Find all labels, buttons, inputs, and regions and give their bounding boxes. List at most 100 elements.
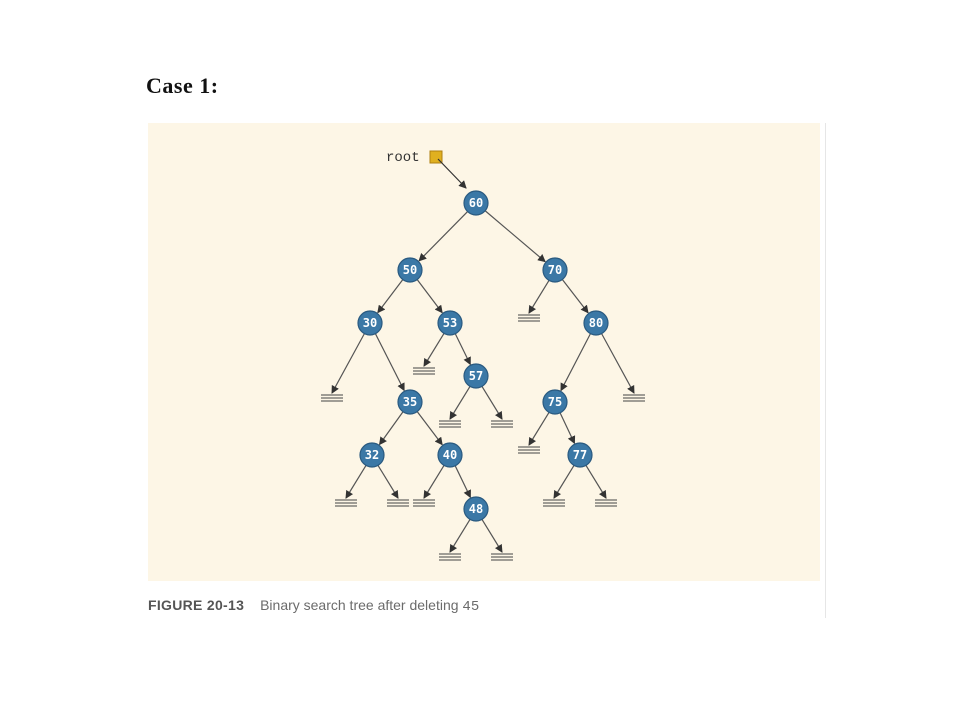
tree-edge [418, 211, 469, 262]
null-ground-icon [623, 394, 645, 402]
tree-edge [559, 412, 576, 445]
tree-node-label: 80 [589, 316, 603, 330]
null-link-arrow [331, 333, 365, 394]
null-link-arrow [481, 386, 503, 420]
tree-edge [484, 210, 546, 263]
tree-edge [561, 279, 589, 314]
tree-node-label: 75 [548, 395, 562, 409]
null-ground-icon [413, 367, 435, 375]
tree-node-circle [397, 389, 423, 415]
figure-panel: root 60 50 70 30 53 80 57 35 75 32 40 77 48 [148, 123, 820, 581]
null-link [518, 412, 550, 454]
null-link-arrow [528, 280, 550, 314]
tree-edge [378, 411, 404, 446]
null-link-arrow [553, 465, 575, 499]
null-link [321, 333, 365, 402]
tree-node-80: 80 [583, 310, 609, 336]
null-link [543, 465, 575, 507]
null-link [439, 519, 471, 561]
null-link [481, 519, 513, 561]
null-ground-icon [491, 420, 513, 428]
tree-edge [416, 411, 443, 446]
tree-node-label: 30 [363, 316, 377, 330]
tree-node-circle [357, 310, 383, 336]
tree-node-30: 30 [357, 310, 383, 336]
tree-node-circle [359, 442, 385, 468]
null-link-arrow [481, 519, 503, 553]
tree-node-75: 75 [542, 389, 568, 415]
nodes-layer: 60 50 70 30 53 80 57 35 75 32 40 77 48 [357, 190, 609, 522]
figure-number: FIGURE 20-13 [148, 597, 245, 613]
tree-node-circle [463, 363, 489, 389]
null-ground-icon [439, 420, 461, 428]
null-ground-icon [439, 553, 461, 561]
tree-node-label: 53 [443, 316, 457, 330]
tree-node-label: 50 [403, 263, 417, 277]
tree-node-label: 57 [469, 369, 483, 383]
null-ground-icon [518, 446, 540, 454]
tree-node-label: 60 [469, 196, 483, 210]
tree-node-70: 70 [542, 257, 568, 283]
tree-node-40: 40 [437, 442, 463, 468]
null-link-arrow [528, 412, 550, 446]
null-ground-icon [491, 553, 513, 561]
tree-node-32: 32 [359, 442, 385, 468]
tree-edge [454, 465, 471, 499]
tree-node-circle [583, 310, 609, 336]
null-link [439, 386, 471, 428]
root-pointer-group: root [386, 150, 467, 189]
null-link [481, 386, 513, 428]
tree-node-60: 60 [463, 190, 489, 216]
null-link [601, 333, 645, 402]
tree-node-77: 77 [567, 442, 593, 468]
tree-node-50: 50 [397, 257, 423, 283]
null-ground-icon [335, 499, 357, 507]
null-link [518, 280, 550, 322]
null-link-arrow [601, 333, 635, 394]
null-link-arrow [345, 465, 367, 499]
caption-text: Binary search tree after deleting [260, 597, 459, 613]
null-ground-icon [321, 394, 343, 402]
tree-node-circle [567, 442, 593, 468]
figure-side-rule [825, 123, 826, 618]
tree-edge [377, 279, 404, 314]
null-link-arrow [585, 465, 607, 499]
null-link [413, 465, 445, 507]
root-pointer-arrow [437, 158, 467, 189]
tree-node-57: 57 [463, 363, 489, 389]
null-link [377, 465, 409, 507]
tree-node-label: 40 [443, 448, 457, 462]
binary-search-tree-diagram: root 60 50 70 30 53 80 57 35 75 32 40 77 48 [148, 123, 820, 581]
tree-node-circle [463, 496, 489, 522]
null-link [585, 465, 617, 507]
null-links-layer [321, 280, 645, 561]
tree-node-label: 35 [403, 395, 417, 409]
tree-node-circle [542, 257, 568, 283]
null-link [335, 465, 367, 507]
tree-node-circle [542, 389, 568, 415]
null-link [413, 333, 445, 375]
tree-node-label: 77 [573, 448, 587, 462]
null-ground-icon [595, 499, 617, 507]
null-ground-icon [543, 499, 565, 507]
tree-edge [560, 333, 592, 392]
tree-node-label: 70 [548, 263, 562, 277]
tree-node-label: 32 [365, 448, 379, 462]
tree-node-circle [397, 257, 423, 283]
null-link-arrow [423, 465, 445, 499]
page-heading: Case 1: [146, 73, 219, 98]
tree-node-circle [463, 190, 489, 216]
tree-node-label: 48 [469, 502, 483, 516]
null-ground-icon [387, 499, 409, 507]
figure-caption: FIGURE 20-13 Binary search tree after de… [148, 597, 479, 615]
null-link-arrow [449, 519, 471, 553]
null-ground-icon [518, 314, 540, 322]
tree-edge [416, 279, 443, 314]
tree-node-48: 48 [463, 496, 489, 522]
edges-layer [374, 210, 592, 499]
tree-node-35: 35 [397, 389, 423, 415]
caption-value: 45 [462, 599, 480, 615]
tree-edge [454, 333, 471, 366]
null-link-arrow [449, 386, 471, 420]
null-link-arrow [377, 465, 399, 499]
